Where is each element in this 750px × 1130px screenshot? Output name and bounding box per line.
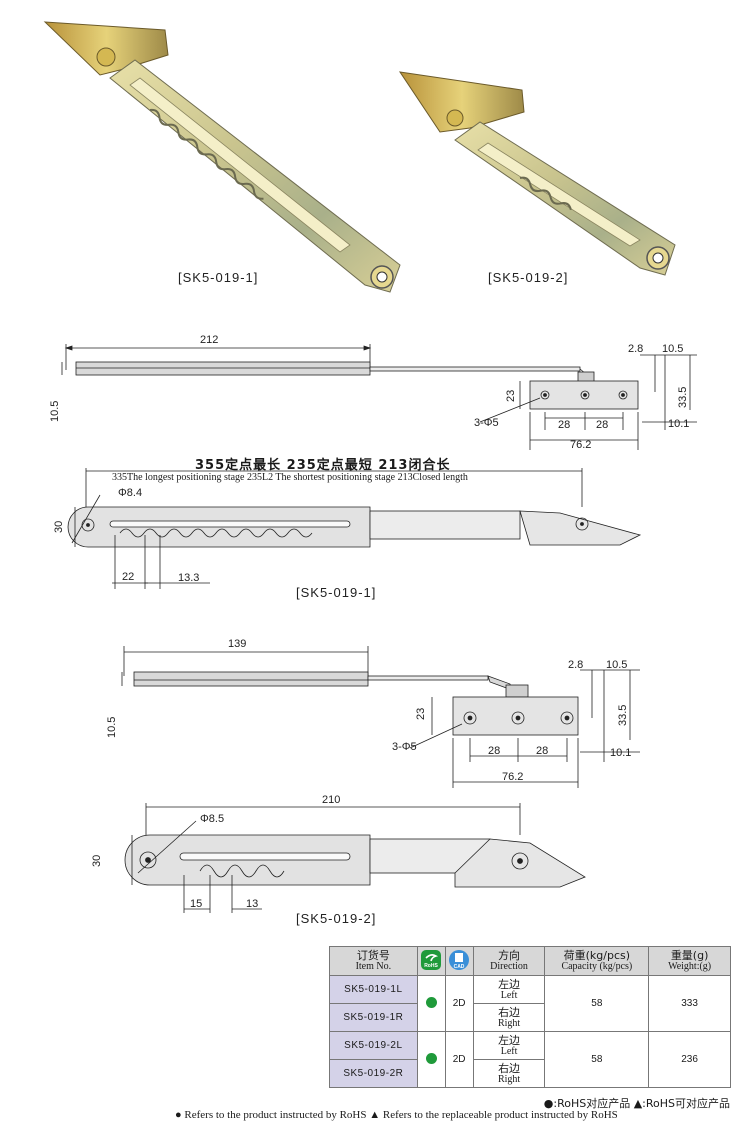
item-cell: SK5-019-1R <box>329 1003 418 1032</box>
col-capacity: 荷重(kg/pcs) Capacity (kg/pcs) <box>544 946 650 976</box>
item-cell: SK5-019-2R <box>329 1059 418 1088</box>
item-cell: SK5-019-1L <box>329 975 418 1004</box>
d2b-15: 15 <box>190 898 202 910</box>
d2-76-2: 76.2 <box>502 771 523 783</box>
drawing-caption-1: [SK5-019-1] <box>296 585 377 600</box>
drawing-caption-2: [SK5-019-2] <box>296 911 377 926</box>
drawing-2-top-view: 210 Φ8.5 30 15 13 <box>91 794 586 913</box>
d1-28b: 28 <box>596 419 608 431</box>
photo-label-2: [SK5-019-2] <box>488 270 569 285</box>
d2-10-5-r: 10.5 <box>606 659 627 671</box>
svg-text:CAD: CAD <box>454 964 465 970</box>
d1-2-8: 2.8 <box>628 343 643 355</box>
drawing-1-top-view: Φ8.4 30 22 13.3 <box>53 468 642 589</box>
col-item-no: 订货号 Item No. <box>329 946 418 976</box>
capacity-cell: 58 <box>544 1031 650 1088</box>
d2-28a: 28 <box>488 745 500 757</box>
d1b-phi: Φ8.4 <box>118 487 142 499</box>
cad-cell: 2D <box>444 975 474 1032</box>
rohs-icon: RoHS <box>421 949 442 970</box>
d2-10-5-l: 10.5 <box>106 717 118 738</box>
d1-len: 212 <box>200 334 218 346</box>
d2-28b: 28 <box>536 745 548 757</box>
d1-10-5-l: 10.5 <box>49 401 61 422</box>
col-direction: 方向 Direction <box>472 946 546 976</box>
d2-23: 23 <box>415 708 427 720</box>
spec-table-header: 订货号 Item No. RoHS CAD 方向 Direction 荷重(kg… <box>329 946 731 976</box>
d1b-30: 30 <box>53 521 65 533</box>
photo-sk5-019-1 <box>43 21 676 293</box>
drawing-2-side-view: 139 2.8 10.5 10.5 23 33.5 3-Φ5 28 28 10.… <box>106 638 640 788</box>
d2-len: 139 <box>228 638 246 650</box>
cad-cell: 2D <box>444 1031 474 1088</box>
spec-table: 订货号 Item No. RoHS CAD 方向 Direction 荷重(kg… <box>329 946 731 1088</box>
cad-icon: CAD <box>449 949 470 970</box>
rohs-dot-icon <box>425 996 437 1008</box>
d2b-30: 30 <box>91 855 103 867</box>
d2-33-5: 33.5 <box>617 705 629 726</box>
capacity-cell: 58 <box>544 975 650 1032</box>
d1-28a: 28 <box>558 419 570 431</box>
legend-cn: ●:RoHS对应产品 ▲:RoHS可对应产品 <box>543 1097 730 1110</box>
weight-cell: 236 <box>648 1031 731 1088</box>
d2b-phi: Φ8.5 <box>200 813 224 825</box>
d2-3phi5: 3-Φ5 <box>392 741 417 753</box>
legend-en: ● Refers to the product instructed by Ro… <box>175 1109 618 1121</box>
d1-10-1: 10.1 <box>668 418 689 430</box>
d2b-len: 210 <box>322 794 340 806</box>
d2b-13: 13 <box>246 898 258 910</box>
item-cell: SK5-019-2L <box>329 1031 418 1060</box>
d1-23: 23 <box>505 390 517 402</box>
col-rohs: RoHS <box>416 946 446 976</box>
photo-label-1: [SK5-019-1] <box>178 270 259 285</box>
d1b-13-3: 13.3 <box>178 572 199 584</box>
weight-cell: 333 <box>648 975 731 1032</box>
d2-2-8: 2.8 <box>568 659 583 671</box>
rohs-cell <box>416 1031 446 1088</box>
d1-33-5: 33.5 <box>677 387 689 408</box>
rohs-dot-icon <box>425 1052 437 1064</box>
stages-subline: 335The longest positioning stage 235L2 T… <box>112 472 468 483</box>
rohs-cell <box>416 975 446 1032</box>
svg-text:RoHS: RoHS <box>424 963 438 969</box>
d2-10-1: 10.1 <box>610 747 631 759</box>
d1-3phi5: 3-Φ5 <box>474 417 499 429</box>
col-cad: CAD <box>444 946 474 976</box>
col-weight: 重量(g) Weight:(g) <box>648 946 731 976</box>
d1-10-5-r: 10.5 <box>662 343 683 355</box>
drawing-1-side-view: 212 2.8 10.5 10.5 23 33.5 3-Φ5 28 28 10.… <box>49 334 697 451</box>
stages-headline: 355定点最长 235定点最短 213闭合长 <box>195 458 451 473</box>
d1-76-2: 76.2 <box>570 439 591 451</box>
d1b-22: 22 <box>122 571 134 583</box>
